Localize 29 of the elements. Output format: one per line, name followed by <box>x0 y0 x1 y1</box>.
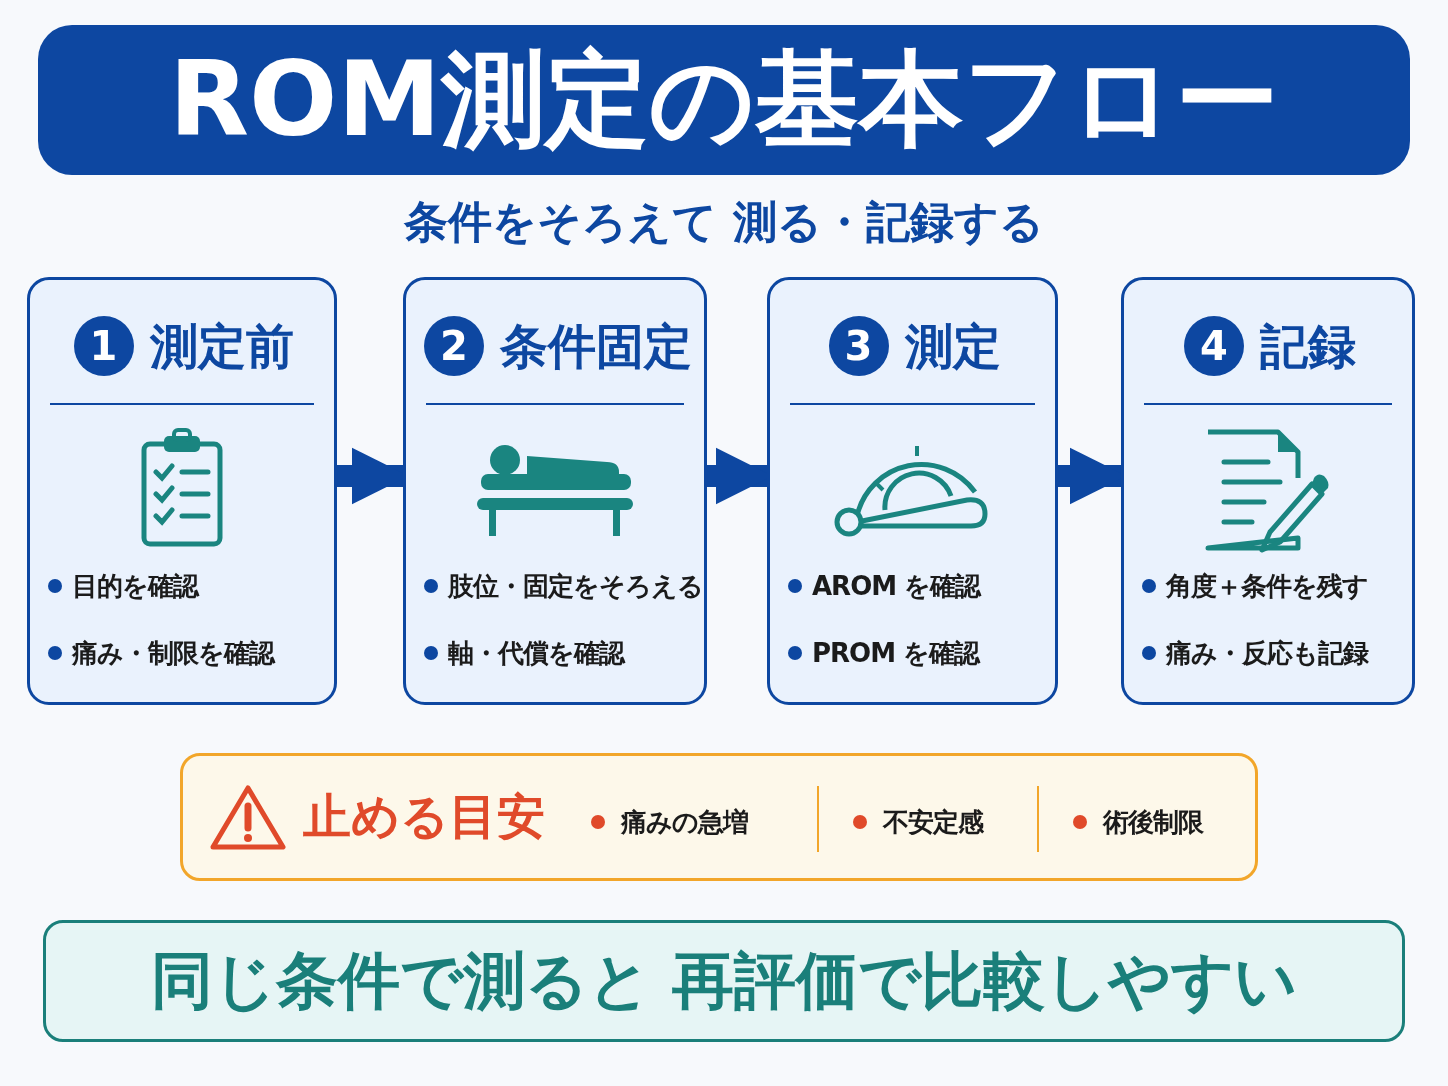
bullet-text: 痛み・反応も記録 <box>1166 637 1368 670</box>
step-heading: 条件固定 <box>500 317 692 376</box>
step-number: 4 <box>1184 316 1244 376</box>
bullet-text: AROM を確認 <box>812 570 981 603</box>
summary-text: 同じ条件で測ると 再評価で比較しやすい <box>149 945 1299 1017</box>
warning-item: 痛みの急増 <box>621 806 748 839</box>
step-number: 2 <box>424 316 484 376</box>
bullet-text: 目的を確認 <box>72 570 198 603</box>
step-card <box>1121 277 1415 705</box>
warning-heading: 止める目安 <box>303 787 545 846</box>
step-heading: 記録 <box>1260 317 1356 376</box>
step-card <box>767 277 1058 705</box>
bullet-text: 軸・代償を確認 <box>448 637 624 670</box>
step-number: 1 <box>73 316 134 376</box>
step-card <box>27 277 337 705</box>
warning-item: 不安定感 <box>883 806 983 839</box>
step-heading: 測定前 <box>149 317 294 376</box>
bullet-text: 角度＋条件を残す <box>1166 570 1368 603</box>
bullet-text: PROM を確認 <box>812 637 980 670</box>
warning-item: 術後制限 <box>1103 806 1203 839</box>
title-text: ROM測定の基本フロー <box>168 39 1280 159</box>
step-number: 3 <box>828 316 889 376</box>
bullet-text: 肢位・固定をそろえる <box>448 570 703 603</box>
summary-box <box>43 920 1405 1042</box>
step-card <box>403 277 707 705</box>
subtitle-text: 条件をそろえて 測る・記録する <box>403 195 1045 249</box>
step-heading: 測定 <box>904 317 1001 376</box>
bullet-text: 痛み・制限を確認 <box>72 637 274 670</box>
warning-box <box>180 753 1258 881</box>
